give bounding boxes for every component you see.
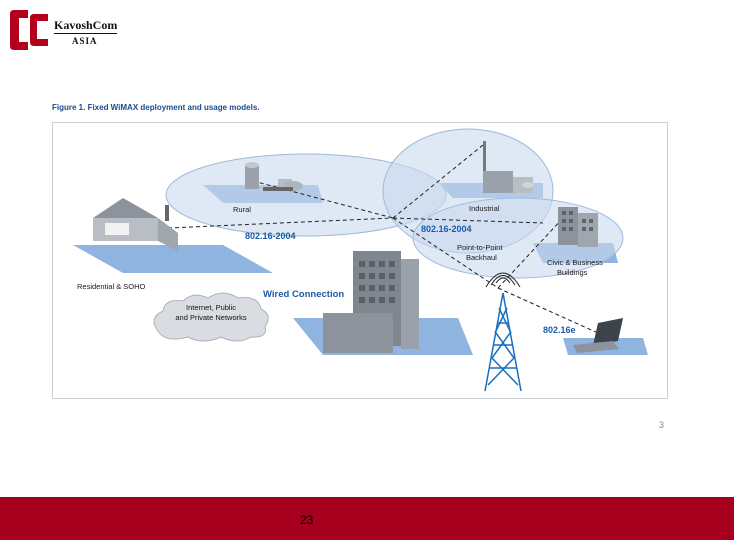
civic-buildings-illustration xyxy=(558,207,598,247)
label-ptp-line2: Backhaul xyxy=(466,253,497,262)
label-standard-mobile: 802.16e xyxy=(543,325,576,335)
logo-subtitle: ASIA xyxy=(72,36,98,46)
label-civic-line2: Buildings xyxy=(557,268,588,277)
label-standard-right: 802.16-2004 xyxy=(421,224,472,234)
wireless-links xyxy=(167,144,599,334)
radio-tower-icon xyxy=(484,292,522,392)
cloud-icon xyxy=(153,292,269,342)
footer-bar: 23 xyxy=(0,497,734,540)
industrial-illustration xyxy=(483,141,534,193)
label-civic-line1: Civic & Business xyxy=(547,258,603,267)
company-logo: KavoshCom ASIA xyxy=(8,8,138,52)
cloud-label-line2: and Private Networks xyxy=(175,313,247,322)
logo-name: KavoshCom xyxy=(54,18,118,34)
rural-illustration xyxy=(245,162,303,191)
cloud-label-line1: Internet, Public xyxy=(185,303,237,312)
label-standard-left: 802.16-2004 xyxy=(245,231,296,241)
house-illustration xyxy=(93,198,178,251)
wimax-diagram: Rural Industrial Residential & SOHO Civi… xyxy=(52,122,668,399)
label-ptp-line1: Point-to-Point xyxy=(457,243,503,252)
city-building-illustration xyxy=(323,251,419,353)
figure-caption: Figure 1. Fixed WiMAX deployment and usa… xyxy=(52,103,260,112)
diagram-artwork xyxy=(73,128,648,392)
logo-mark-icon xyxy=(10,10,48,50)
ground-plane-residential xyxy=(73,245,273,273)
label-residential: Residential & SOHO xyxy=(77,282,146,291)
signal-waves-icon xyxy=(485,272,521,288)
label-industrial: Industrial xyxy=(469,204,500,213)
footer-page-number: 23 xyxy=(300,513,314,527)
label-wired-connection: Wired Connection xyxy=(263,289,345,300)
slide-number-small: 3 xyxy=(659,420,665,430)
label-rural: Rural xyxy=(233,205,251,214)
laptop-icon xyxy=(573,318,623,353)
